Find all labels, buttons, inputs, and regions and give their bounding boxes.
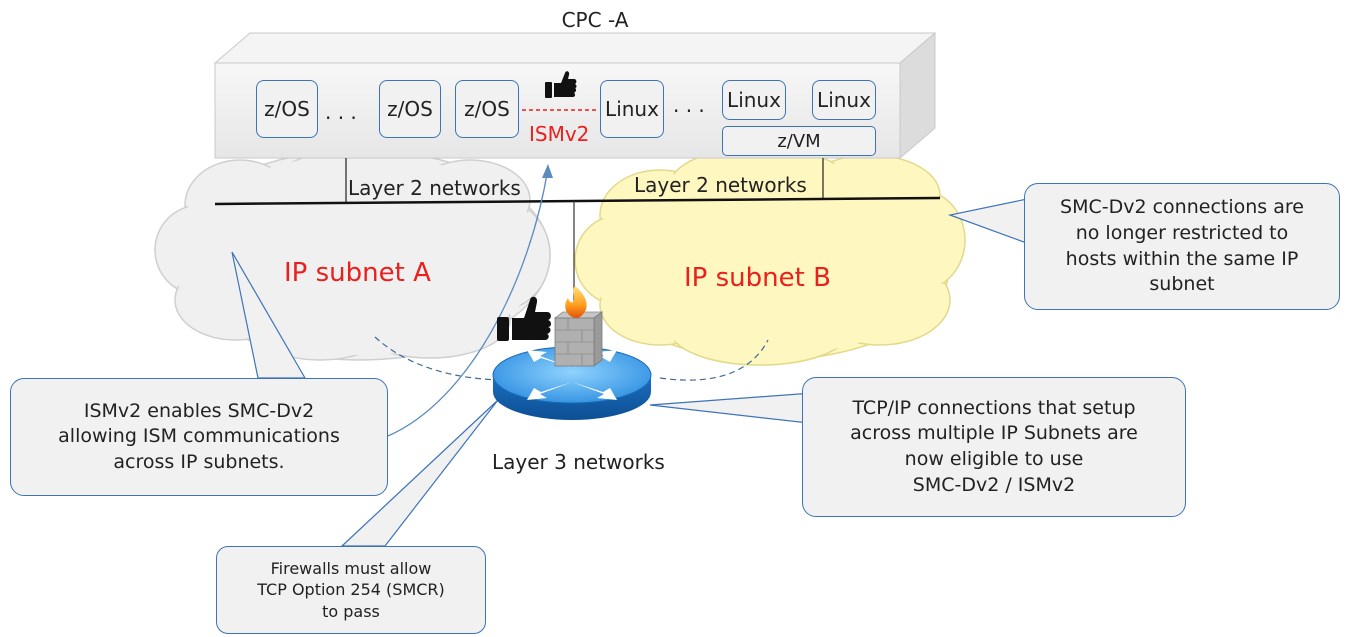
firewall-icon	[553, 286, 604, 367]
layer2-network-label-left: Layer 2 networks	[348, 176, 521, 200]
lpar-zos-2: z/OS	[379, 80, 441, 138]
lpar-zos-3: z/OS	[455, 80, 519, 138]
cross-subnet-path	[374, 336, 769, 381]
tcpip-callout: TCP/IP connections that setup across mul…	[802, 377, 1186, 517]
lpar-zos-1: z/OS	[256, 80, 318, 138]
cpc-title: CPC -A	[561, 8, 629, 32]
router-icon	[492, 346, 652, 420]
tcpip-callout-tail	[649, 391, 827, 426]
lpar-zvm: z/VM	[722, 126, 876, 156]
firewall-callout: Firewalls must allow TCP Option 254 (SMC…	[216, 546, 486, 634]
lpar-linux-3: Linux	[812, 80, 876, 120]
lpar-linux-2: Linux	[722, 80, 786, 120]
thumbs-up-icon-large	[497, 296, 551, 341]
lpar-linux-1: Linux	[600, 80, 664, 138]
layer2-network-line	[214, 196, 941, 206]
ismv2-callout: ISMv2 enables SMC-Dv2 allowing ISM commu…	[10, 378, 388, 496]
ism-label: ISMv2	[529, 122, 590, 146]
smc-dv2-callout: SMC-Dv2 connections are no longer restri…	[1024, 183, 1340, 310]
ip-subnet-a-label: IP subnet A	[284, 258, 431, 288]
lpar-ellipsis-left: . . .	[325, 100, 357, 124]
lpar-ellipsis-right: . . .	[673, 93, 705, 117]
ip-subnet-b-label: IP subnet B	[684, 263, 831, 293]
layer2-network-label-right: Layer 2 networks	[634, 173, 807, 197]
thumbs-up-icon-small	[545, 71, 577, 98]
layer3-network-label: Layer 3 networks	[492, 450, 665, 474]
ismv2-arrow	[387, 167, 549, 437]
